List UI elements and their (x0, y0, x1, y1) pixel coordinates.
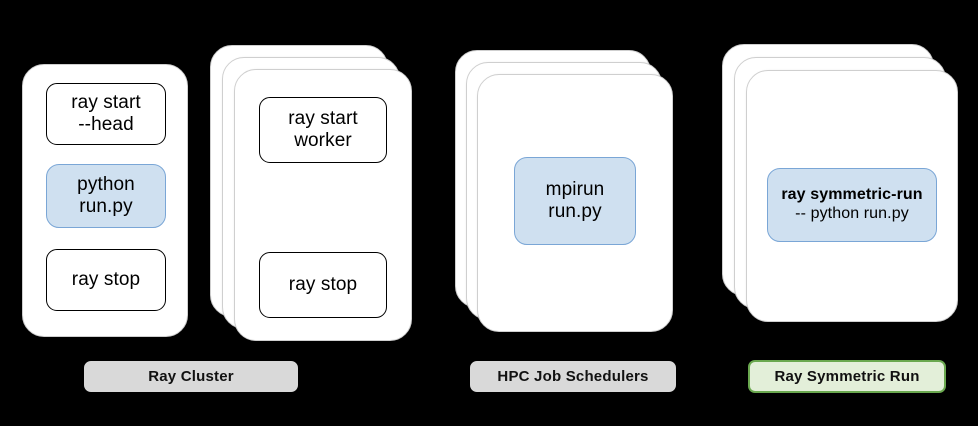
command-box-mpirun-run-py: mpirun run.py (514, 157, 636, 245)
hpc-node-card-front: mpirun run.py (477, 74, 673, 332)
command-line: ray start (288, 107, 358, 129)
head-node-card: ray start --head python run.py ray stop (22, 64, 188, 337)
command-line: run.py (548, 201, 602, 222)
caption-ray-cluster: Ray Cluster (84, 361, 298, 392)
command-line: python (77, 173, 135, 195)
command-line: -- python run.py (795, 205, 909, 222)
command-box-ray-symmetric-run: ray symmetric-run -- python run.py (767, 168, 937, 242)
command-line: worker (294, 130, 352, 151)
command-line: ray stop (71, 268, 141, 290)
command-box-ray-stop-worker: ray stop (259, 252, 387, 318)
symmetric-node-card-front: ray symmetric-run -- python run.py (746, 70, 958, 322)
caption-hpc-job-schedulers: HPC Job Schedulers (470, 361, 676, 392)
caption-ray-symmetric-run: Ray Symmetric Run (748, 360, 946, 393)
caption-label: Ray Symmetric Run (774, 368, 920, 385)
command-box-ray-start-head: ray start --head (46, 83, 166, 145)
caption-label: HPC Job Schedulers (497, 368, 649, 385)
command-box-ray-start-worker: ray start worker (259, 97, 387, 163)
command-box-python-run-py: python run.py (46, 164, 166, 228)
command-line: ray stop (288, 273, 358, 295)
command-line: --head (78, 114, 134, 135)
command-line: run.py (79, 196, 133, 217)
worker-node-card-front: ray start worker ray stop (234, 69, 412, 341)
command-line: ray symmetric-run (781, 186, 923, 204)
caption-label: Ray Cluster (148, 368, 234, 385)
command-line: ray start (71, 91, 141, 113)
command-box-ray-stop-head: ray stop (46, 249, 166, 311)
command-line: mpirun (545, 178, 605, 200)
